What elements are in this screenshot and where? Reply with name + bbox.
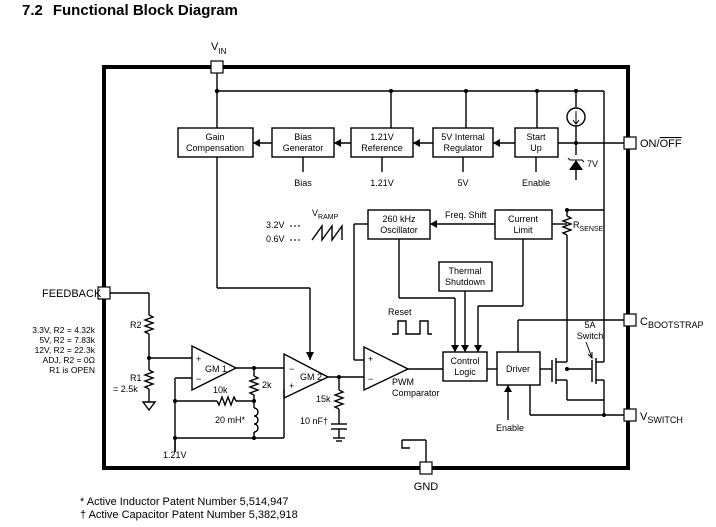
cbootstrap-label: CBOOTSTRAP [640,316,703,330]
v06-label: 0.6V [266,234,285,244]
gm2-label: GM 2 [300,372,322,382]
freq-shift-label: Freq. Shift [445,210,487,220]
gm2-plus: + [289,381,294,391]
vswitch-pin [623,408,637,422]
gm2-minus: − [289,364,294,374]
ground-return-symbol [401,440,410,449]
pwm-plus: + [368,354,373,364]
vramp-label: VRAMP [312,208,339,221]
zener-label: 7V [587,159,598,169]
gnd-label: GND [414,481,439,493]
thermal-line1: Thermal [448,266,481,276]
reference-output-label: 1.21V [370,178,394,188]
zener-diode-icon [569,160,583,170]
regulator-line2: Regulator [443,143,482,153]
reset-label: Reset [388,307,412,317]
pwm-comparator [363,345,410,392]
c10nf-label: 10 nF† [300,416,328,426]
gm2-amplifier [283,352,330,400]
vin-label: VIN [211,41,227,56]
gm1-minus: − [196,374,201,384]
switch-label-2: Switch [577,331,604,341]
vswitch-label: VSWITCH [640,411,683,425]
startup-line2: Up [530,143,542,153]
ramp-waveform [311,223,343,243]
r1-value-label: = 2.5k [113,384,138,394]
pwm-label-2: Comparator [392,388,440,398]
rsense-resistor [561,215,573,236]
gain-compensation-block [177,127,254,158]
bias-output-label: Bias [294,178,312,188]
resistor-15k [333,389,345,410]
gnd-pin [419,461,433,475]
driver-block [496,351,541,386]
gain-comp-line1: Gain [205,132,224,142]
fb-table-row-3: 12V, R2 = 22.3k [35,345,96,355]
control-line2: Logic [454,367,476,377]
gm1-plus: + [196,354,201,364]
cbootstrap-pin [623,313,637,327]
regulator-line1: 5V Internal [441,132,485,142]
footnote-capacitor: † Active Capacitor Patent Number 5,382,9… [80,509,298,521]
fb-table-row-4: ADJ, R2 = 0Ω [43,355,95,365]
switch-label-1: 5A [584,320,595,330]
on-off-label: ON/OFF [640,138,682,150]
resistor-r2 [143,314,155,335]
resistor-2k [248,375,260,396]
r1-label: R1 [130,373,142,383]
bias-gen-line1: Bias [294,132,312,142]
control-line1: Control [450,356,479,366]
startup-block [514,127,559,158]
current-limit-block [494,209,553,240]
current-limit-line1: Current [508,214,539,224]
startup-line1: Start [526,132,546,142]
thermal-line2: Shutdown [445,277,485,287]
resistor-r1 [143,369,155,390]
pwm-label-1: PWM [392,377,414,387]
vin-pin [210,60,224,74]
v32-label: 3.2V [266,220,285,230]
r2-label: R2 [130,320,142,330]
r2k-label: 2k [262,380,272,390]
gm1-amplifier [191,344,238,392]
fb-table-row-2: 5V, R2 = 7.83k [39,335,95,345]
reset-pulse [392,320,432,335]
l20-label: 20 mH* [215,415,246,425]
driver-label: Driver [506,364,530,374]
reference-line2: Reference [361,143,403,153]
control-logic-block [442,351,488,382]
regulator-output-label: 5V [457,178,468,188]
chip-outline [102,65,630,470]
bias-gen-line2: Generator [283,143,324,153]
r15k-label: 15k [316,394,331,404]
section-title: Functional Block Diagram [52,2,238,19]
power-switch-transistors [551,265,606,417]
rsense-label: RSENSE [573,220,604,233]
oscillator-line1: 260 kHz [382,214,416,224]
ground-symbol [141,401,157,412]
gm1-label: GM 1 [205,364,227,374]
enable-bottom-label: Enable [496,423,524,433]
inductor-20mh [253,407,259,433]
r10k-label: 10k [213,385,228,395]
on-off-pin [623,136,637,150]
section-number: 7.2 [22,2,43,19]
gain-comp-line2: Compensation [186,143,244,153]
fb-table-row-5: R1 is OPEN [49,365,95,375]
v121-bottom-label: 1.21V [163,450,187,460]
section-heading: 7.2 Functional Block Diagram [22,2,238,19]
fb-table-row-1: 3.3V, R2 = 4.32k [32,325,96,335]
footnote-inductor: * Active Inductor Patent Number 5,514,94… [80,496,289,508]
reference-line1: 1.21V [370,132,394,142]
oscillator-line2: Oscillator [380,225,418,235]
feedback-label: FEEDBACK [42,288,102,300]
current-limit-line2: Limit [513,225,533,235]
resistor-10k [216,395,237,407]
pwm-minus: − [368,374,373,384]
startup-output-label: Enable [522,178,550,188]
